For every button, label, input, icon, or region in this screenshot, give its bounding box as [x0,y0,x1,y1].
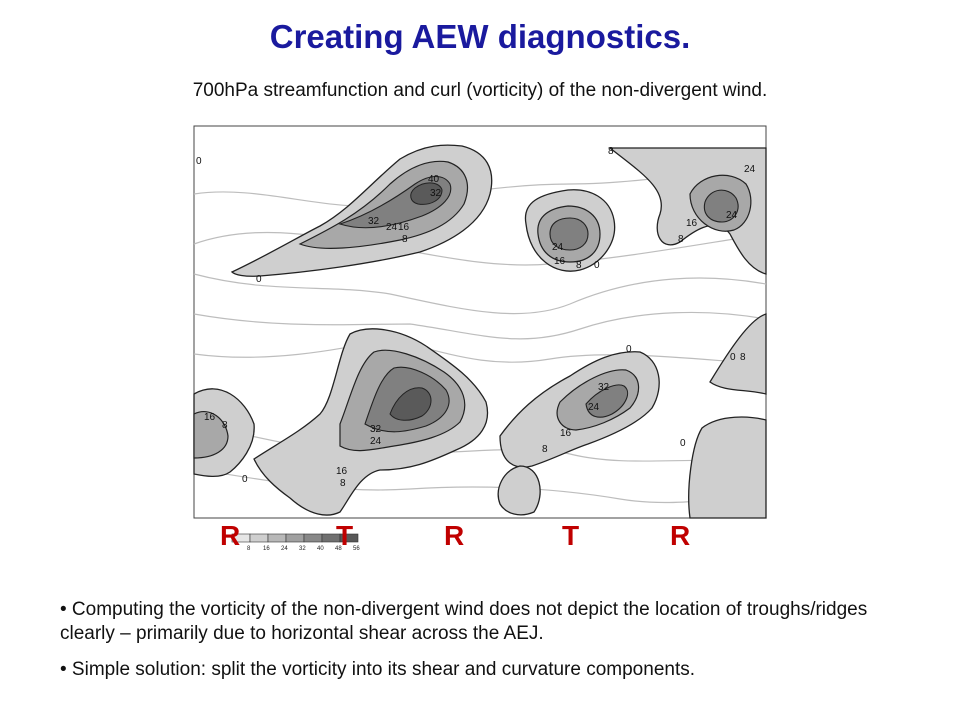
contour-label: 8 [740,352,746,363]
colorbar-label: 48 [335,546,342,552]
contour-label: 24 [744,164,756,175]
vorticity-map-svg: 0 0 40 32 32 24 16 8 8 24 16 8 0 24 24 1… [190,124,770,560]
contour-label: 32 [598,382,610,393]
contour-label: 24 [726,210,738,221]
contour-labels: 0 0 40 32 32 24 16 8 8 24 16 8 0 24 24 1… [196,146,756,489]
contour-label: 8 [542,444,548,455]
contour-label: 8 [678,234,684,245]
colorbar-label: 56 [353,546,360,552]
trough-label: T [562,520,580,551]
vorticity-shading-dark [338,175,739,433]
contour-label: 24 [370,436,382,447]
colorbar-label: 40 [317,546,324,552]
contour-label: 16 [686,218,698,229]
vorticity-cores [389,182,443,421]
contour-label: 24 [552,242,564,253]
colorbar-swatch [339,533,359,543]
bullet-item: • Simple solution: split the vorticity i… [60,659,696,680]
contour-label: 0 [256,274,262,285]
colorbar-label: 8 [247,546,251,552]
contour-label: 24 [588,402,600,413]
ridge-label: R [444,520,465,551]
contour-label: 8 [222,420,228,431]
ridge-label: R [670,520,691,551]
contour-label: 16 [336,466,348,477]
colorbar: 8 16 24 32 40 48 56 [231,533,360,552]
colorbar-label: 24 [281,546,288,552]
contour-label: 8 [340,478,346,489]
contour-label: 0 [196,156,202,167]
trough-ridge-labels: R T R T R [190,520,770,560]
vorticity-map: 0 0 40 32 32 24 16 8 8 24 16 8 0 24 24 1… [190,124,770,560]
contour-label: 8 [608,146,614,157]
contour-label: 32 [368,216,380,227]
slide-title: Creating AEW diagnostics. [269,18,691,55]
contour-label: 16 [560,428,572,439]
contour-label: 40 [428,174,440,185]
contour-label: 0 [594,260,600,271]
contour-label: 32 [370,424,382,435]
colorbar-label: 32 [299,546,306,552]
trough-label: T [336,520,354,551]
colorbar-label: 16 [263,546,270,552]
contour-label: 16 [204,412,216,423]
contour-label: 32 [430,188,442,199]
slide-subtitle: 700hPa streamfunction and curl (vorticit… [192,80,768,101]
ridge-label: R [220,520,241,551]
contour-label: 16 [554,256,566,267]
contour-label: 0 [626,344,632,355]
bullet-list: • Computing the vorticity of the non-div… [60,598,920,694]
contour-label: 24 [386,222,398,233]
contour-label: 8 [576,260,582,271]
bullet-item: • Computing the vorticity of the non-div… [60,599,868,644]
contour-label: 0 [730,352,736,363]
contour-label: 16 [398,222,410,233]
contour-label: 0 [242,474,248,485]
contour-label: 0 [680,438,686,449]
contour-label: 8 [402,234,408,245]
